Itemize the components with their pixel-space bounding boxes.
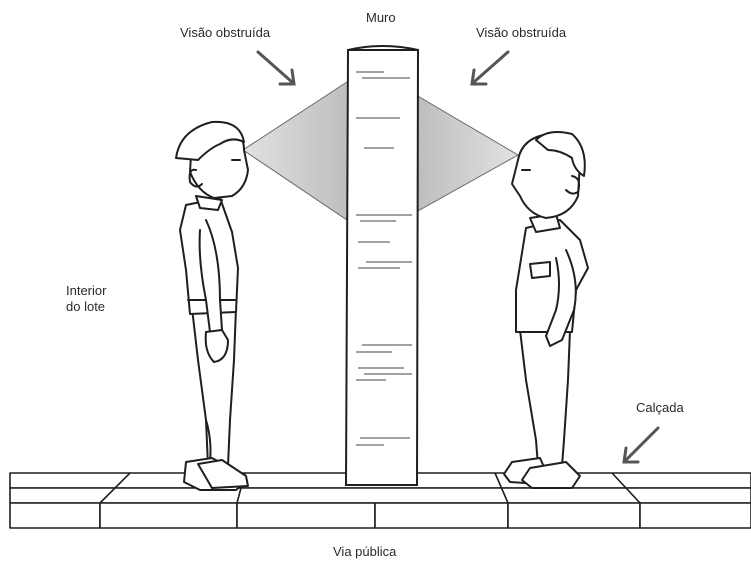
arrow-down-left-icon [622,426,660,464]
obstructed-view-right-label: Visão obstruída [476,25,567,40]
interior-label-line2: do lote [66,299,106,314]
person-right [503,131,589,489]
sight-cone-left [242,79,351,223]
sight-cone-right [415,94,520,213]
arrow-down-right-icon [256,50,296,86]
sidewalk-label: Calçada [636,400,684,415]
wall [344,45,420,486]
arrow-down-left-icon [470,50,510,86]
interior-label: Interior do lote [66,283,106,315]
person-left [175,120,249,491]
obstructed-view-left-label: Visão obstruída [180,25,271,40]
wall-label: Muro [366,10,396,25]
interior-label-line1: Interior [66,283,107,298]
street-label: Via pública [333,544,397,559]
